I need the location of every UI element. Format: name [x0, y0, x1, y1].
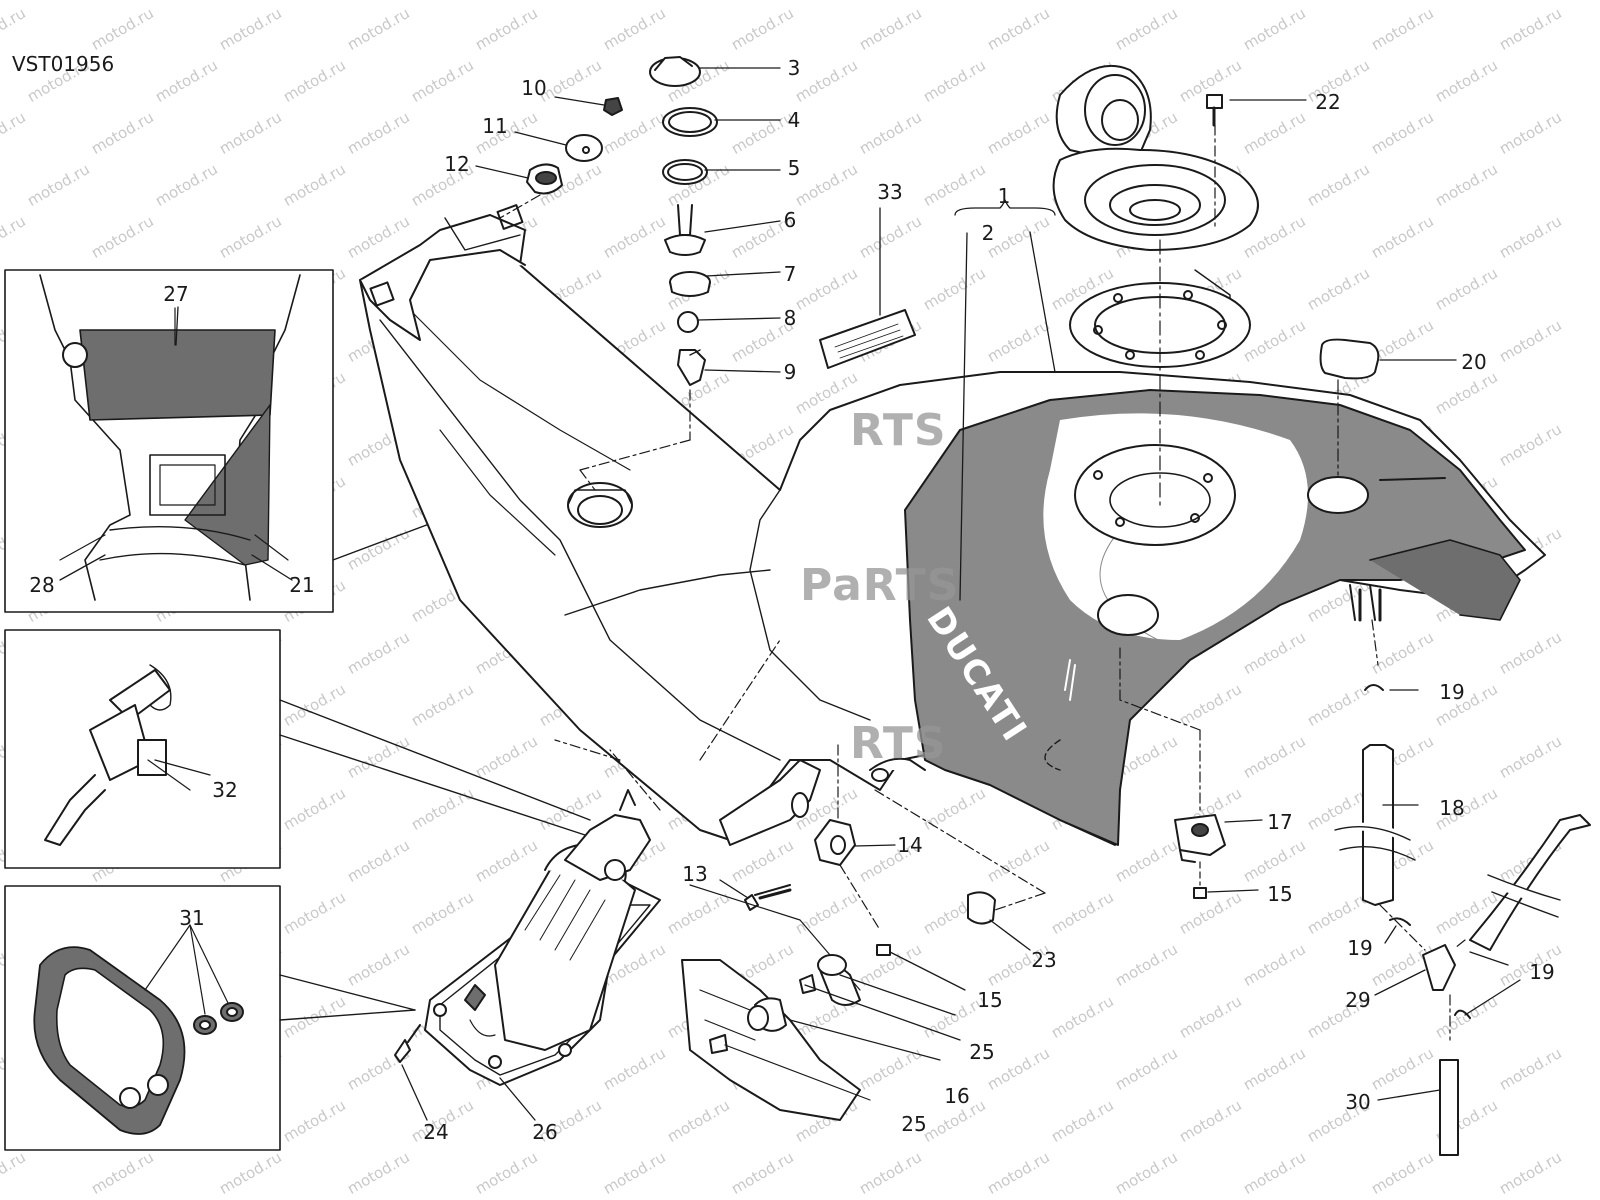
callout-14: 14: [897, 833, 923, 857]
leader-lines: [59, 67, 1521, 1121]
callout-23: 23: [1031, 948, 1057, 972]
parts-watermark-3: RTS: [850, 718, 947, 769]
callout-15-middle: 15: [977, 988, 1003, 1012]
filler-cap-assembly: [1052, 64, 1259, 506]
label-33: [819, 309, 916, 369]
inset-box-connector: [4, 629, 591, 869]
callout-32: 32: [212, 778, 238, 802]
callout-25-upper: 25: [969, 1040, 995, 1064]
callout-5: 5: [787, 156, 801, 180]
callout-17: 17: [1267, 810, 1293, 834]
callout-22: 22: [1315, 90, 1341, 114]
shield-21: [184, 404, 271, 566]
callout-19-right: 19: [1529, 960, 1555, 984]
front-bracket: [1119, 644, 1226, 899]
tank-mount-hardware: [681, 744, 941, 1121]
callout-11: 11: [482, 114, 508, 138]
callout-33: 33: [877, 180, 903, 204]
callout-31: 31: [179, 906, 205, 930]
callout-6: 6: [783, 208, 797, 232]
callout-26: 26: [532, 1120, 558, 1144]
grommet-stack: [499, 97, 623, 219]
plug-20: [1319, 338, 1380, 380]
callout-2: 2: [981, 221, 995, 245]
callout-19-left: 19: [1347, 936, 1373, 960]
callout-25-lower: 25: [901, 1112, 927, 1136]
rubber-pad-27: [79, 329, 276, 421]
fuel-tank: [359, 204, 1546, 846]
callout-12: 12: [444, 152, 470, 176]
plug-23: [967, 891, 996, 925]
callout-30: 30: [1345, 1090, 1371, 1114]
callout-21: 21: [289, 573, 315, 597]
callout-20: 20: [1461, 350, 1487, 374]
callout-24: 24: [423, 1120, 449, 1144]
callout-16: 16: [944, 1084, 970, 1108]
callout-7: 7: [783, 262, 797, 286]
parts-watermark-1: RTS: [850, 405, 947, 456]
pump-fittings-stack: [579, 56, 718, 491]
callout-8: 8: [783, 306, 797, 330]
callout-10: 10: [521, 76, 547, 100]
drawing-code: VST01956: [12, 52, 115, 76]
inset-box-rear-view: [4, 269, 441, 613]
callout-3: 3: [787, 56, 801, 80]
callout-28: 28: [29, 573, 55, 597]
fuel-pump: [394, 639, 781, 1086]
callout-1: 1: [997, 184, 1011, 208]
callout-19-upper: 19: [1439, 680, 1465, 704]
callout-15-right: 15: [1267, 882, 1293, 906]
callout-29: 29: [1345, 988, 1371, 1012]
parts-watermark-2: PaRTS: [800, 560, 960, 611]
callout-13: 13: [682, 862, 708, 886]
callout-9: 9: [783, 360, 797, 384]
callout-27: 27: [163, 282, 189, 306]
callout-4: 4: [787, 108, 801, 132]
callout-18: 18: [1439, 796, 1465, 820]
hose-assembly: [1331, 619, 1591, 1156]
inset-box-gasket: [4, 885, 416, 1151]
